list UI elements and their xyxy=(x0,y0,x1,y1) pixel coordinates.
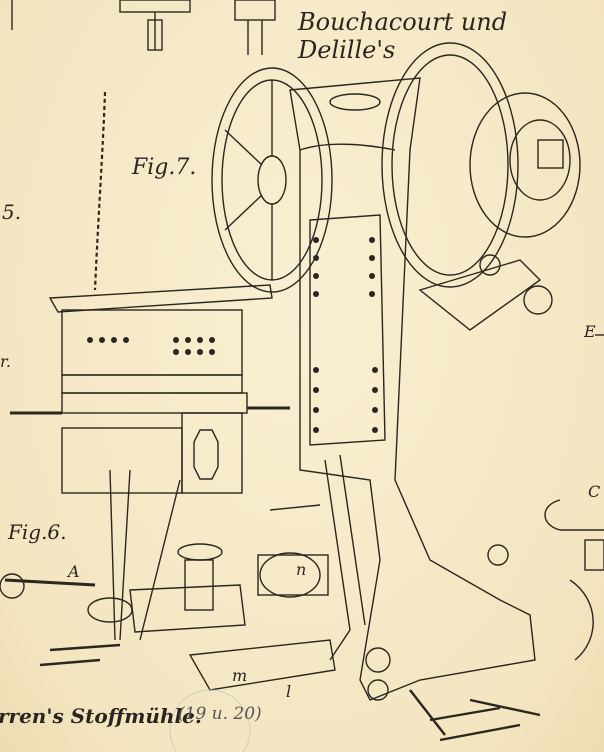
figure-5-label: 5. xyxy=(2,200,22,224)
right-flywheel xyxy=(381,42,581,288)
press-frame xyxy=(289,77,553,701)
loose-bolts xyxy=(39,643,541,742)
label-n: n xyxy=(296,560,307,579)
label-m: m xyxy=(232,666,248,685)
plate-subtitle: rren's Stoffmühle. xyxy=(0,704,202,728)
plate-title: Bouchacourt und Delille's xyxy=(298,8,508,64)
label-r: r. xyxy=(0,352,11,371)
page-reference: (19 u. 20) xyxy=(178,704,262,724)
hanging-chain xyxy=(93,91,107,291)
ink-stamp xyxy=(169,689,251,752)
label-A: A xyxy=(68,562,80,581)
label-E: E xyxy=(584,322,596,341)
pedestal-and-fittings xyxy=(0,543,246,633)
box-machine xyxy=(10,284,290,641)
figure-7-label: Fig.7. xyxy=(132,155,197,180)
label-C: C xyxy=(588,482,601,501)
figure-6-label: Fig.6. xyxy=(8,520,67,544)
top-fragments xyxy=(11,0,276,55)
left-flywheel xyxy=(211,67,333,293)
right-fragments xyxy=(544,334,604,661)
label-l: l xyxy=(286,682,292,701)
lever-mechanism xyxy=(188,454,366,691)
